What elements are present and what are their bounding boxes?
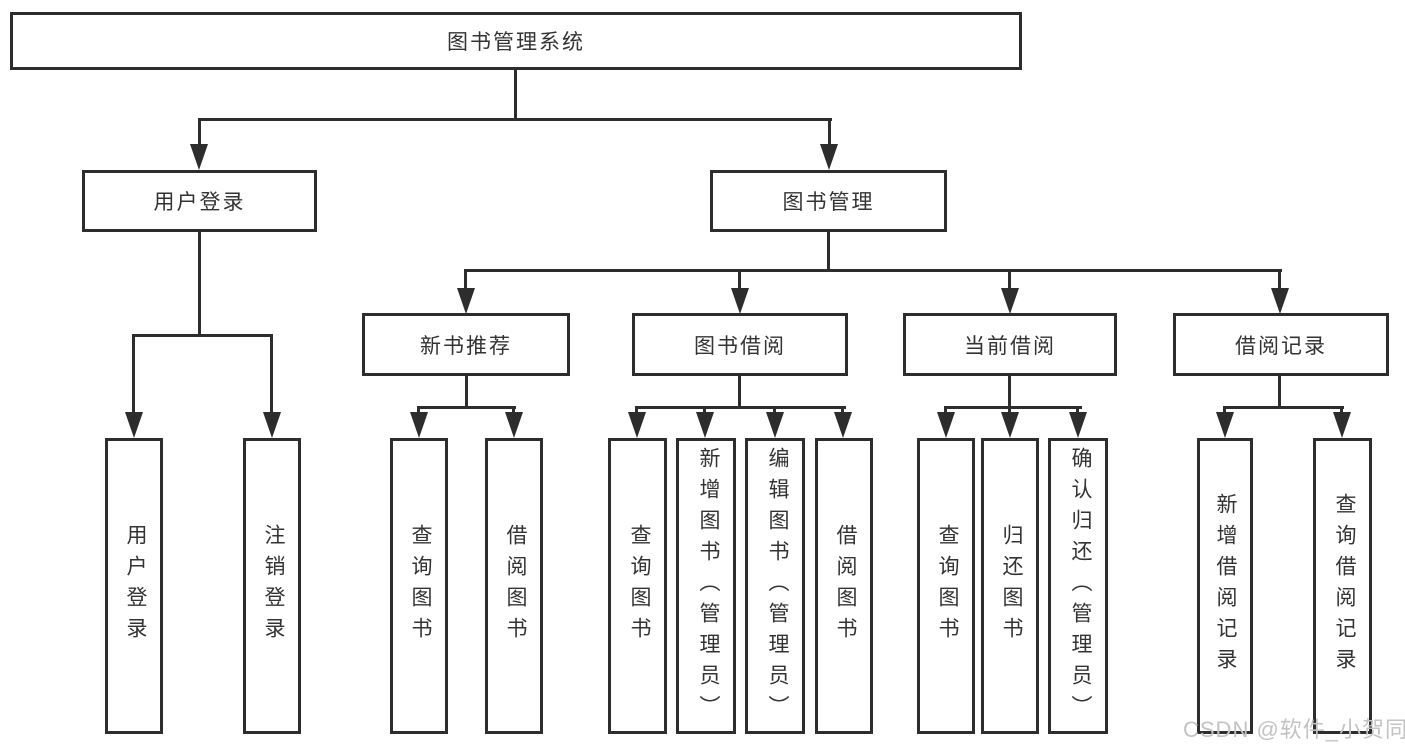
- leaf-query-books-borrow: 查询图书: [608, 438, 667, 734]
- connector-line: [464, 269, 1282, 272]
- connector-line: [635, 406, 638, 416]
- node-root-library-system: 图书管理系统: [10, 12, 1022, 70]
- connector-line: [773, 406, 776, 416]
- connector-line: [1223, 406, 1226, 416]
- connector-line: [512, 406, 515, 416]
- node-book-management: 图书管理: [710, 170, 947, 232]
- leaf-return-books: 归还图书: [981, 438, 1039, 734]
- leaf-logout: 注销登录: [243, 438, 301, 734]
- arrow-down-icon: [190, 144, 208, 170]
- connector-line: [1008, 376, 1011, 408]
- arrow-down-icon: [457, 288, 475, 314]
- leaf-add-borrow-record: 新增借阅记录: [1197, 438, 1253, 734]
- leaf-confirm-return-admin: 确认归还（管理员）: [1048, 438, 1108, 734]
- arrow-down-icon: [1216, 412, 1234, 438]
- connector-line: [132, 334, 135, 416]
- leaf-query-books-recommend: 查询图书: [390, 438, 448, 734]
- connector-line: [738, 376, 741, 408]
- connector-line: [944, 406, 947, 416]
- leaf-edit-books-admin: 编辑图书（管理员）: [745, 438, 805, 734]
- node-current-borrow: 当前借阅: [903, 313, 1117, 376]
- arrow-down-icon: [696, 412, 714, 438]
- connector-line: [703, 406, 706, 416]
- node-book-borrow: 图书借阅: [632, 313, 848, 376]
- connector-line: [1278, 269, 1281, 291]
- connector-line: [1076, 406, 1079, 416]
- connector-line: [1008, 269, 1011, 291]
- arrow-down-icon: [1001, 288, 1019, 314]
- connector-line: [635, 406, 846, 409]
- leaf-add-books-admin: 新增图书（管理员）: [676, 438, 736, 734]
- connector-line: [417, 406, 420, 416]
- arrow-down-icon: [834, 412, 852, 438]
- node-user-login: 用户登录: [82, 170, 317, 232]
- node-borrow-records: 借阅记录: [1173, 313, 1389, 376]
- arrow-down-icon: [820, 144, 838, 170]
- arrow-down-icon: [1069, 412, 1087, 438]
- leaf-query-borrow-record: 查询借阅记录: [1313, 438, 1372, 734]
- connector-line: [738, 269, 741, 291]
- connector-line: [827, 232, 830, 270]
- arrow-down-icon: [410, 412, 428, 438]
- arrow-down-icon: [125, 412, 143, 438]
- connector-line: [1340, 406, 1343, 416]
- connector-line: [841, 406, 844, 416]
- arrow-down-icon: [731, 288, 749, 314]
- connector-line: [417, 406, 516, 409]
- connector-line: [828, 118, 831, 148]
- arrow-down-icon: [1001, 412, 1019, 438]
- connector-line: [944, 406, 1082, 409]
- arrow-down-icon: [1333, 412, 1351, 438]
- connector-line: [198, 118, 832, 121]
- leaf-query-books-current: 查询图书: [917, 438, 975, 734]
- connector-line: [514, 69, 517, 118]
- connector-line: [465, 376, 468, 408]
- connector-line: [1008, 406, 1011, 416]
- connector-line: [198, 232, 201, 336]
- leaf-borrow-books: 借阅图书: [815, 438, 873, 734]
- arrow-down-icon: [628, 412, 646, 438]
- csdn-watermark: CSDN @软件_小贺同学: [1183, 717, 1405, 742]
- arrow-down-icon: [766, 412, 784, 438]
- arrow-down-icon: [263, 412, 281, 438]
- connector-line: [1278, 376, 1281, 408]
- arrow-down-icon: [937, 412, 955, 438]
- node-new-book-recommend: 新书推荐: [362, 313, 570, 376]
- arrow-down-icon: [505, 412, 523, 438]
- connector-line: [270, 334, 273, 416]
- connector-line: [198, 118, 201, 148]
- connector-line: [464, 269, 467, 291]
- leaf-user-login: 用户登录: [105, 438, 163, 734]
- leaf-borrow-books-recommend: 借阅图书: [485, 438, 543, 734]
- connector-line: [132, 334, 273, 337]
- arrow-down-icon: [1271, 288, 1289, 314]
- connector-line: [1223, 406, 1344, 409]
